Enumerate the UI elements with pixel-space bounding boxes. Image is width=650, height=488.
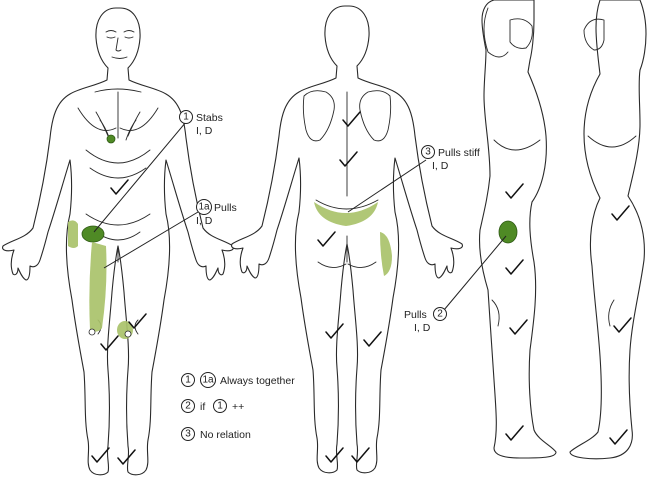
annotation-2-sub: I, D	[414, 322, 431, 334]
legend-row-1-text: Always together	[220, 375, 295, 387]
legend-row-1-num-2: 1a	[202, 375, 214, 386]
front-thigh-pain-area	[89, 242, 107, 332]
annotation-1-number: 1	[183, 112, 189, 123]
annotation-2-number: 2	[437, 309, 443, 320]
front-groin-pain-spot	[81, 225, 105, 243]
legend-row-1-num-1: 1	[185, 375, 191, 386]
clear-area-ticks	[91, 111, 632, 465]
annotation-3-number: 3	[425, 147, 431, 158]
legend-row-3-num-1: 3	[185, 429, 191, 440]
legend-row-3-text: No relation	[200, 429, 251, 441]
legend: 1 1a Always together 2 if 1 ++ 3 No rela…	[181, 372, 295, 441]
annotation-1a-sub: I, D	[196, 215, 213, 227]
back-pain-areas	[314, 202, 392, 276]
back-body-figure	[231, 5, 463, 474]
legend-row-2-num-2: 1	[217, 401, 223, 412]
side-buttock-pain-spot	[498, 220, 518, 244]
annotation-1a-number: 1a	[198, 202, 210, 213]
annotation-3-sub: I, D	[432, 160, 449, 172]
side-body-figure-right	[478, 0, 557, 459]
side-right-pain-areas	[498, 220, 518, 244]
annotation-1a: 1a Pulls I, D	[196, 199, 237, 227]
front-left-hip-pain-area	[68, 220, 78, 248]
front-body-figure	[2, 7, 234, 476]
annotation-1-sub: I, D	[196, 125, 213, 137]
annotation-2-label: Pulls	[404, 309, 427, 321]
legend-row-2-prefix: if	[200, 401, 205, 413]
back-hip-pain-area	[380, 232, 392, 276]
legend-row-2-num-1: 2	[185, 401, 191, 412]
legend-row-3: 3 No relation	[181, 427, 251, 441]
annotation-1a-label: Pulls	[214, 202, 237, 214]
annotation-2: Pulls 2 I, D	[404, 307, 447, 334]
legend-row-2-suffix: ++	[232, 401, 244, 413]
front-pain-areas	[68, 220, 133, 339]
annotation-3: 3 Pulls stiff I, D	[421, 145, 480, 172]
annotation-1: 1 Stabs I, D	[179, 110, 223, 137]
back-lumbosacral-pain-area	[314, 202, 378, 226]
leader-lines	[93, 121, 507, 311]
side-body-figure-left	[569, 0, 647, 460]
annotation-1-label: Stabs	[196, 112, 223, 124]
legend-row-1: 1 1a Always together	[181, 372, 295, 388]
legend-row-2: 2 if 1 ++	[181, 399, 244, 413]
annotation-3-label: Pulls stiff	[438, 147, 480, 159]
